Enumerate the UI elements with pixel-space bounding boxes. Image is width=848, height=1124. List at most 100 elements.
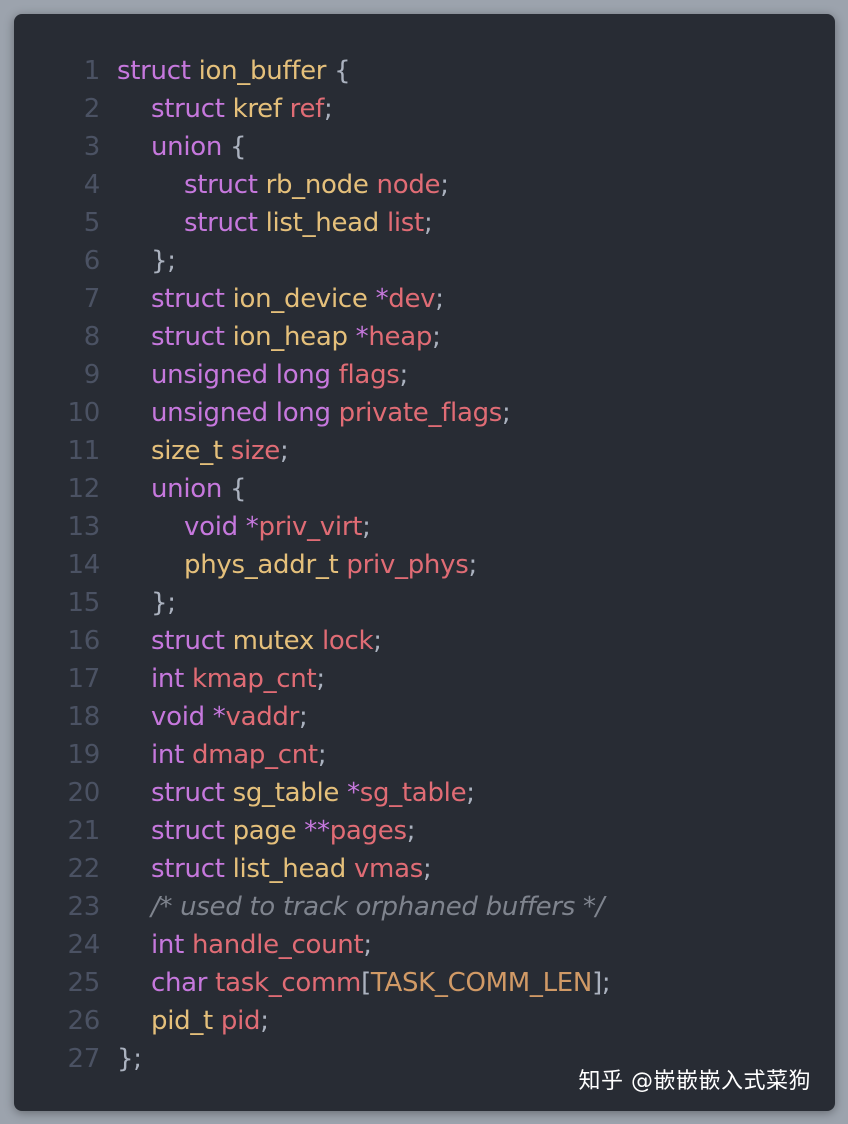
code-token: ; (362, 512, 371, 542)
code-token: ; (423, 208, 433, 238)
code-token (225, 626, 233, 656)
code-token: sg_table (359, 778, 467, 808)
code-token: private_flags (338, 398, 503, 428)
code-token (282, 94, 290, 124)
code-token (191, 56, 199, 86)
code-token: lock (321, 626, 374, 656)
code-token: ; (317, 740, 327, 770)
code-text: void *vaddr; (117, 698, 308, 736)
code-token (225, 816, 233, 846)
code-token: page (232, 816, 297, 846)
code-text: struct kref ref; (117, 90, 333, 128)
code-token (368, 284, 376, 314)
code-line: 15}; (14, 584, 835, 622)
code-token: node (376, 170, 441, 200)
code-token: union (151, 132, 223, 162)
line-number: 7 (83, 284, 101, 314)
code-token (184, 664, 192, 694)
code-token: dmap_cnt (191, 740, 318, 770)
code-token: struct (184, 208, 258, 238)
code-token (225, 322, 233, 352)
code-text: struct list_head list; (117, 204, 433, 242)
code-text: union { (117, 470, 247, 508)
code-token: ref (289, 94, 325, 124)
code-token (213, 1006, 221, 1036)
code-token: int (151, 740, 184, 770)
line-number: 4 (83, 170, 101, 200)
line-number: 14 (67, 550, 101, 580)
code-token: int (151, 930, 184, 960)
code-token: struct (184, 170, 258, 200)
code-token: struct (151, 778, 225, 808)
code-text: pid_t pid; (117, 1002, 269, 1040)
code-token (207, 968, 215, 998)
code-token: ; (399, 360, 409, 390)
code-token: ]; (592, 968, 611, 998)
code-token: ; (435, 284, 444, 314)
code-token: * (347, 778, 360, 808)
code-token: unsigned long (151, 398, 331, 428)
code-token (331, 360, 339, 390)
line-number: 23 (67, 892, 101, 922)
code-text: }; (117, 584, 176, 622)
code-token: ; (468, 550, 477, 580)
code-token: ; (373, 626, 382, 656)
code-token: kmap_cnt (191, 664, 317, 694)
code-text: int handle_count; (117, 926, 372, 964)
code-token: { (222, 474, 247, 504)
code-line: 3 union { (14, 128, 835, 166)
code-text: struct list_head vmas; (117, 850, 432, 888)
line-number: 3 (83, 132, 101, 162)
code-token: union (151, 474, 223, 504)
line-number: 11 (67, 436, 101, 466)
code-token: handle_count (191, 930, 364, 960)
code-token: sg_table (232, 778, 340, 808)
code-token (184, 740, 192, 770)
line-number: 8 (83, 322, 101, 352)
code-token: ; (502, 398, 511, 428)
line-number: 18 (67, 702, 101, 732)
line-number: 9 (83, 360, 101, 390)
code-token: ion_device (232, 284, 368, 314)
code-token (238, 512, 246, 542)
code-token: * (212, 702, 226, 732)
code-token: struct (151, 284, 225, 314)
code-token: ion_heap (232, 322, 348, 352)
line-number: 16 (67, 626, 101, 656)
code-token: pid_t (151, 1006, 213, 1036)
code-token: priv_phys (346, 550, 469, 580)
code-token (369, 170, 377, 200)
line-number: 22 (67, 854, 101, 884)
watermark: 知乎 @嵌嵌嵌入式菜狗 (578, 1069, 811, 1094)
code-line: 18 void *vaddr; (14, 698, 835, 736)
code-text: int dmap_cnt; (117, 736, 327, 774)
code-token: heap (368, 322, 433, 352)
code-token: ; (324, 94, 333, 124)
code-token: ; (363, 930, 372, 960)
code-token: }; (151, 588, 176, 618)
code-text: union { (117, 128, 247, 166)
code-text: /* used to track orphaned buffers */ (117, 888, 604, 926)
code-token: }; (117, 1044, 142, 1074)
code-token: ; (299, 702, 308, 732)
code-token (339, 778, 347, 808)
code-token: list (386, 208, 424, 238)
code-text: }; (117, 1040, 142, 1078)
code-token (348, 322, 356, 352)
line-number: 12 (67, 474, 101, 504)
code-token: pid (220, 1006, 261, 1036)
code-token (379, 208, 387, 238)
code-token: task_comm (215, 968, 362, 998)
line-number: 20 (67, 778, 101, 808)
code-token: unsigned long (151, 360, 331, 390)
code-token (258, 208, 266, 238)
code-text: size_t size; (117, 432, 289, 470)
